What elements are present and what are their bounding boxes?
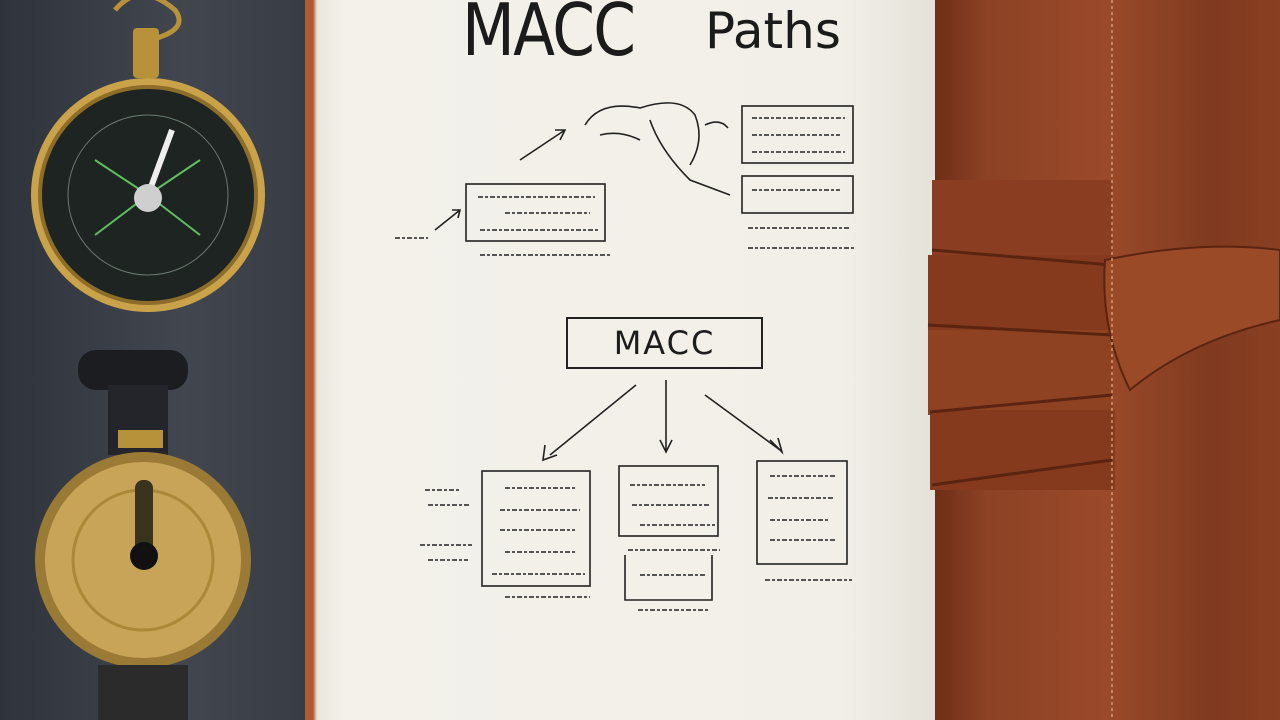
compass-icon	[31, 0, 265, 312]
diagram-center-box: MACC	[566, 317, 763, 369]
notebook-title-word2: Paths	[705, 2, 841, 60]
leather-strap	[927, 0, 1280, 720]
notebook-title-word1: MACC	[462, 0, 636, 72]
brass-compass-icon	[35, 350, 251, 720]
diagram-sketch	[434, 102, 854, 601]
notebook-page	[305, 0, 937, 720]
scribbled-notes	[395, 117, 855, 611]
